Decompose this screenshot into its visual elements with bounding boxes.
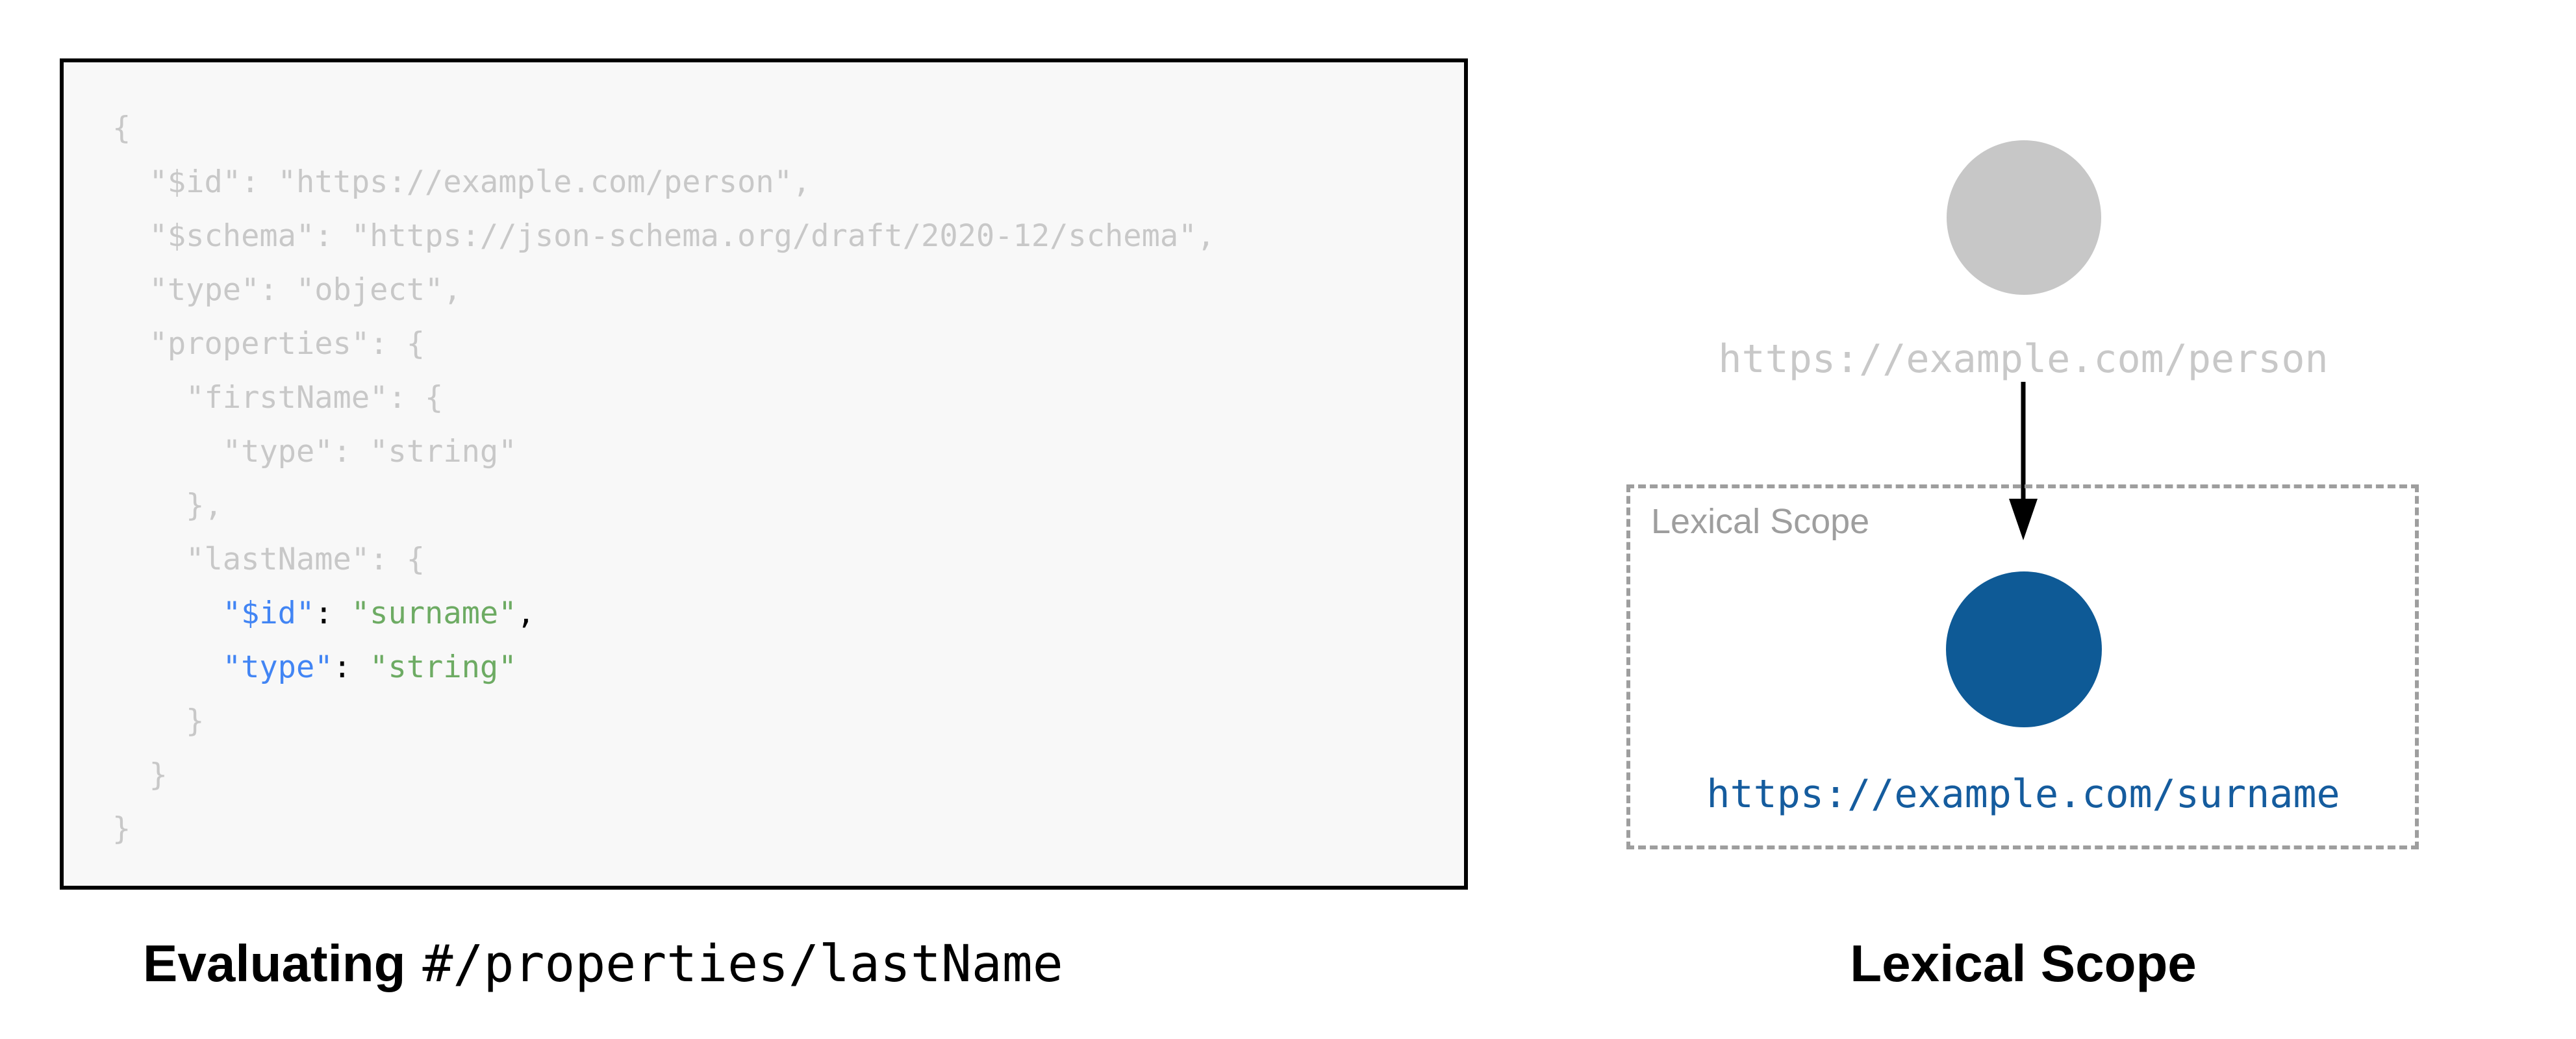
code-line: "$id": "surname",: [222, 595, 535, 631]
code-line: "lastName": {: [112, 542, 425, 577]
left-caption: Evaluating #/properties/lastName: [143, 934, 1063, 994]
json-schema-code-panel: { "$id": "https://example.com/person", "…: [60, 58, 1468, 890]
arrow-head-icon: [2009, 499, 2038, 540]
code-line: "type": "string": [112, 434, 517, 469]
code-line: }: [112, 811, 131, 847]
code-line: "properties": {: [112, 326, 425, 362]
code-line: {: [112, 110, 131, 146]
person-schema-uri: https://example.com/person: [1718, 336, 2329, 382]
code-line: "type": "string": [222, 649, 517, 685]
surname-schema-uri: https://example.com/surname: [1706, 771, 2340, 817]
resolution-arrow: [2009, 382, 2038, 540]
person-schema-node: [1947, 140, 2101, 295]
surname-schema-node: [1946, 571, 2102, 727]
left-caption-evaluating: Evaluating: [143, 934, 406, 992]
code-line: },: [112, 488, 223, 523]
code-line: "type": "object",: [112, 272, 462, 308]
code-line: "$schema": "https://json-schema.org/draf…: [112, 218, 1215, 254]
left-caption-pointer: #/properties/lastName: [422, 935, 1063, 994]
code-line: }: [112, 703, 205, 739]
right-caption: Lexical Scope: [1850, 934, 2197, 992]
code-line: }: [112, 757, 168, 793]
json-code: { "$id": "https://example.com/person", "…: [112, 101, 1215, 856]
lexical-scope-box-label: Lexical Scope: [1651, 502, 1870, 541]
code-line: "firstName": {: [112, 380, 444, 416]
lexical-scope-box: [1626, 484, 2419, 849]
code-line: "$id": "https://example.com/person",: [112, 164, 811, 200]
